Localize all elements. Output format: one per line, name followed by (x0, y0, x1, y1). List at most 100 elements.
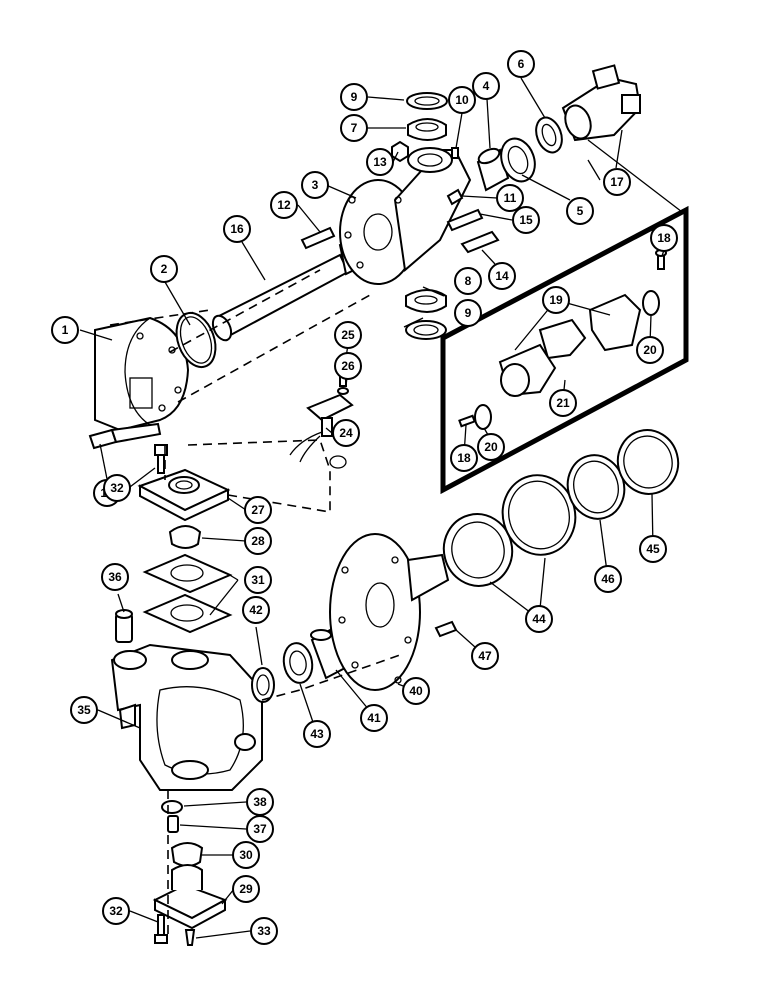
callout-label: 43 (310, 727, 324, 741)
callout-circle (472, 72, 500, 100)
callout-28: 28 (244, 527, 272, 555)
callout-label: 41 (367, 711, 381, 725)
callout-circle (334, 321, 362, 349)
callout-circle (232, 875, 260, 903)
callout-label: 20 (484, 440, 498, 454)
callout-circle (594, 565, 622, 593)
callout-13: 13 (366, 148, 394, 176)
callout-circle (340, 83, 368, 111)
callout-16: 16 (223, 215, 251, 243)
callout-circle (150, 255, 178, 283)
part-hub-seal (251, 667, 275, 703)
part-hub-seal-inner (442, 513, 514, 587)
callout-26: 26 (334, 352, 362, 380)
callout-label: 19 (549, 293, 563, 307)
callout-38: 38 (246, 788, 274, 816)
callout-label: 11 (504, 191, 517, 205)
callout-label: 14 (495, 269, 509, 283)
callout-5: 5 (566, 197, 594, 225)
callout-31: 31 (244, 566, 272, 594)
callout-17: 17 (603, 168, 631, 196)
callout-32a: 32 (103, 474, 131, 502)
callout-circle (542, 286, 570, 314)
part-grease-nipple (184, 929, 196, 946)
part-long-bolt (460, 230, 500, 254)
callout-label: 26 (341, 359, 355, 373)
callout-label: 18 (457, 451, 471, 465)
part-bearing-cone-lower (405, 289, 447, 313)
callout-circle (270, 191, 298, 219)
callout-3: 3 (301, 171, 329, 199)
callout-label: 44 (532, 612, 546, 626)
callout-circle (512, 206, 540, 234)
callouts: 1 2 3 4 5 6 7 8 9 9 10 11 12 13 14 15 15… (51, 50, 678, 945)
callout-circle (639, 535, 667, 563)
part-lower-nut (161, 800, 183, 814)
callout-circle (448, 86, 476, 114)
callout-circle (507, 50, 535, 78)
callout-41: 41 (360, 704, 388, 732)
callout-label: 38 (253, 795, 267, 809)
part-axle-housing (94, 316, 190, 432)
part-hub-bearing (282, 642, 314, 684)
callout-circle (549, 389, 577, 417)
part-hub (329, 533, 450, 691)
part-bush-cup (168, 525, 202, 549)
callout-circle (454, 299, 482, 327)
callout-47: 47 (471, 642, 499, 670)
callout-30: 30 (232, 841, 260, 869)
part-lower-screw (167, 815, 179, 833)
callout-circle (454, 267, 482, 295)
callout-label: 25 (341, 328, 355, 342)
callout-circle (101, 563, 129, 591)
callout-label: 35 (77, 703, 91, 717)
inset-frame (440, 205, 689, 495)
callout-label: 10 (455, 93, 469, 107)
part-bearing-cup (406, 92, 448, 110)
part-shim-lower (142, 593, 233, 634)
callout-label: 20 (643, 343, 657, 357)
part-bearing-cone (407, 118, 447, 141)
callout-label: 32 (109, 904, 123, 918)
part-bearing-cup-lower (405, 320, 447, 340)
callout-label: 9 (465, 306, 472, 320)
callout-label: 12 (277, 198, 291, 212)
callout-18b: 18 (450, 444, 478, 472)
callout-label: 9 (351, 90, 358, 104)
callout-circle (603, 168, 631, 196)
callout-label: 8 (465, 274, 472, 288)
callout-circle (650, 224, 678, 252)
callout-15b: 15 (512, 206, 540, 234)
callout-label: 7 (351, 121, 358, 135)
callout-6: 6 (507, 50, 535, 78)
callout-label: 17 (610, 175, 624, 189)
callout-label: 45 (646, 542, 660, 556)
callout-label: 27 (251, 503, 265, 517)
callout-42: 42 (242, 596, 270, 624)
callout-label: 2 (161, 262, 168, 276)
callout-circle (301, 171, 329, 199)
callout-36: 36 (101, 563, 129, 591)
callout-circle (244, 527, 272, 555)
callout-10: 10 (448, 86, 476, 114)
part-lower-bolt (157, 914, 165, 936)
callout-circle (70, 696, 98, 724)
callout-19: 19 (542, 286, 570, 314)
callout-4: 4 (472, 72, 500, 100)
part-shim-upper (142, 553, 233, 594)
callout-9a: 9 (340, 83, 368, 111)
callout-label: 24 (339, 426, 353, 440)
callout-label: 29 (239, 882, 253, 896)
callout-circle (244, 496, 272, 524)
callout-label: 33 (257, 924, 271, 938)
callout-label: 21 (556, 396, 570, 410)
callout-label: 30 (239, 848, 253, 862)
callout-20b: 20 (477, 433, 505, 461)
callout-circle (360, 704, 388, 732)
callout-14: 14 (488, 262, 516, 290)
callout-label: 18 (657, 231, 671, 245)
callout-43: 43 (303, 720, 331, 748)
callout-circle (244, 566, 272, 594)
callout-9b: 9 (454, 299, 482, 327)
